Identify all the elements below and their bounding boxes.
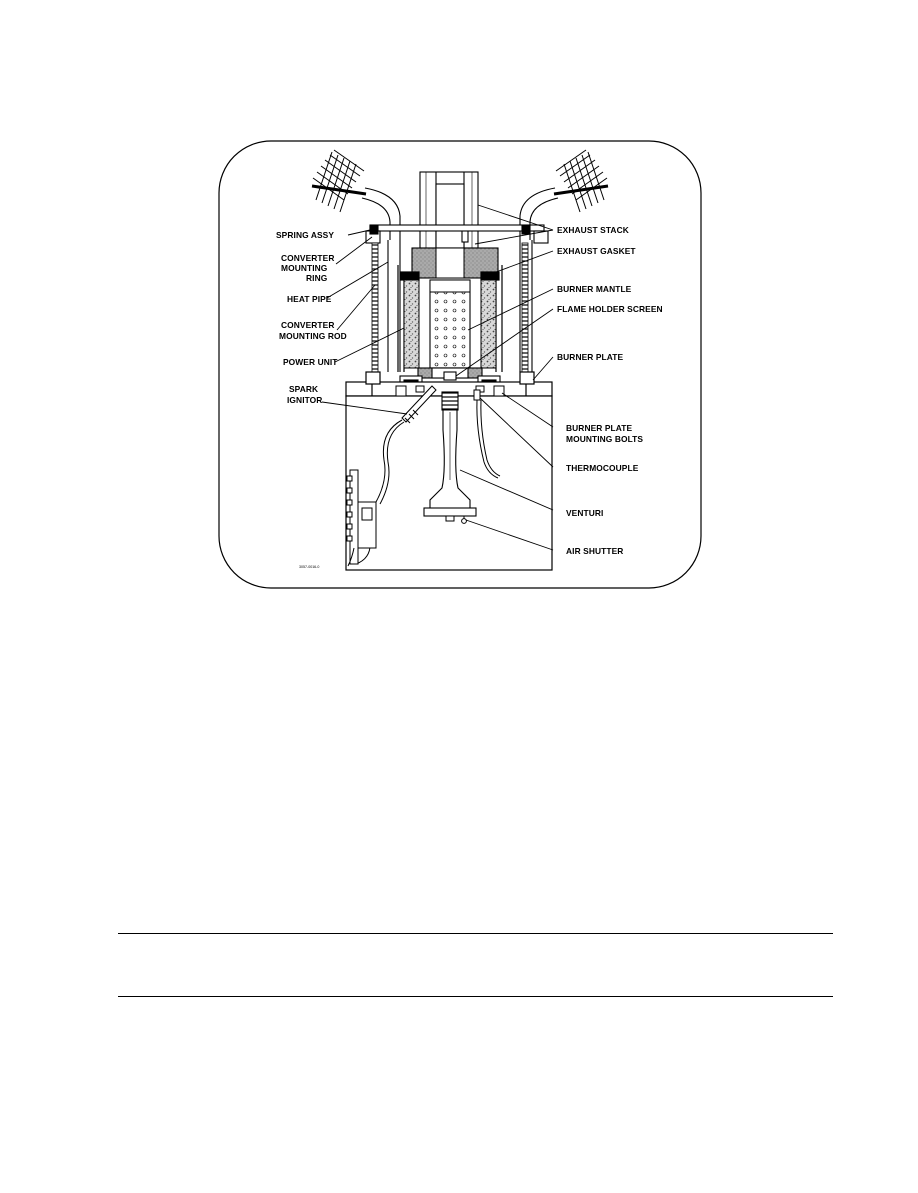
label-thermocouple: THERMOCOUPLE	[566, 463, 639, 473]
label-converter-mounting-ring-1: CONVERTER	[281, 253, 334, 263]
label-exhaust-stack: EXHAUST STACK	[557, 225, 629, 235]
label-venturi: VENTURI	[566, 508, 603, 518]
label-spark-ignitor-1: SPARK	[289, 384, 318, 394]
converter-left	[403, 279, 420, 369]
leader-lines	[321, 204, 554, 551]
label-flame-holder-screen: FLAME HOLDER SCREEN	[557, 304, 663, 314]
burner-plate-bolts	[395, 385, 505, 397]
drawing-number: 3057-0016-0	[299, 565, 319, 569]
divider-top	[118, 933, 833, 934]
label-spark-ignitor-2: IGNITOR	[287, 395, 322, 405]
burner-mantle	[429, 279, 471, 369]
label-power-unit: POWER UNIT	[283, 357, 338, 367]
label-air-shutter: AIR SHUTTER	[566, 546, 623, 556]
label-burner-mantle: BURNER MANTLE	[557, 284, 632, 294]
exhaust-stack	[419, 171, 479, 249]
left-fins	[311, 149, 367, 213]
ignition-module	[346, 469, 377, 567]
label-burner-plate: BURNER PLATE	[557, 352, 623, 362]
label-converter-mounting-rod-2: MOUNTING ROD	[279, 331, 347, 341]
label-burner-plate-mounting-bolts-2: MOUNTING BOLTS	[566, 434, 643, 444]
converter-right	[480, 279, 497, 369]
label-converter-mounting-ring-3: RING	[306, 273, 327, 283]
label-heat-pipe: HEAT PIPE	[287, 294, 332, 304]
right-fins	[553, 149, 609, 213]
label-converter-mounting-ring-2: MOUNTING	[281, 263, 327, 273]
label-burner-plate-mounting-bolts-1: BURNER PLATE	[566, 423, 632, 433]
label-spring-assy: SPRING ASSY	[276, 230, 334, 240]
divider-bottom	[118, 996, 833, 997]
label-converter-mounting-rod-1: CONVERTER	[281, 320, 334, 330]
spark-ignitor	[355, 385, 437, 565]
label-exhaust-gasket: EXHAUST GASKET	[557, 246, 636, 256]
mounting-ring	[365, 224, 549, 244]
thermocouple	[473, 389, 501, 479]
air-shutter	[445, 515, 467, 524]
heat-pipes	[361, 187, 559, 372]
